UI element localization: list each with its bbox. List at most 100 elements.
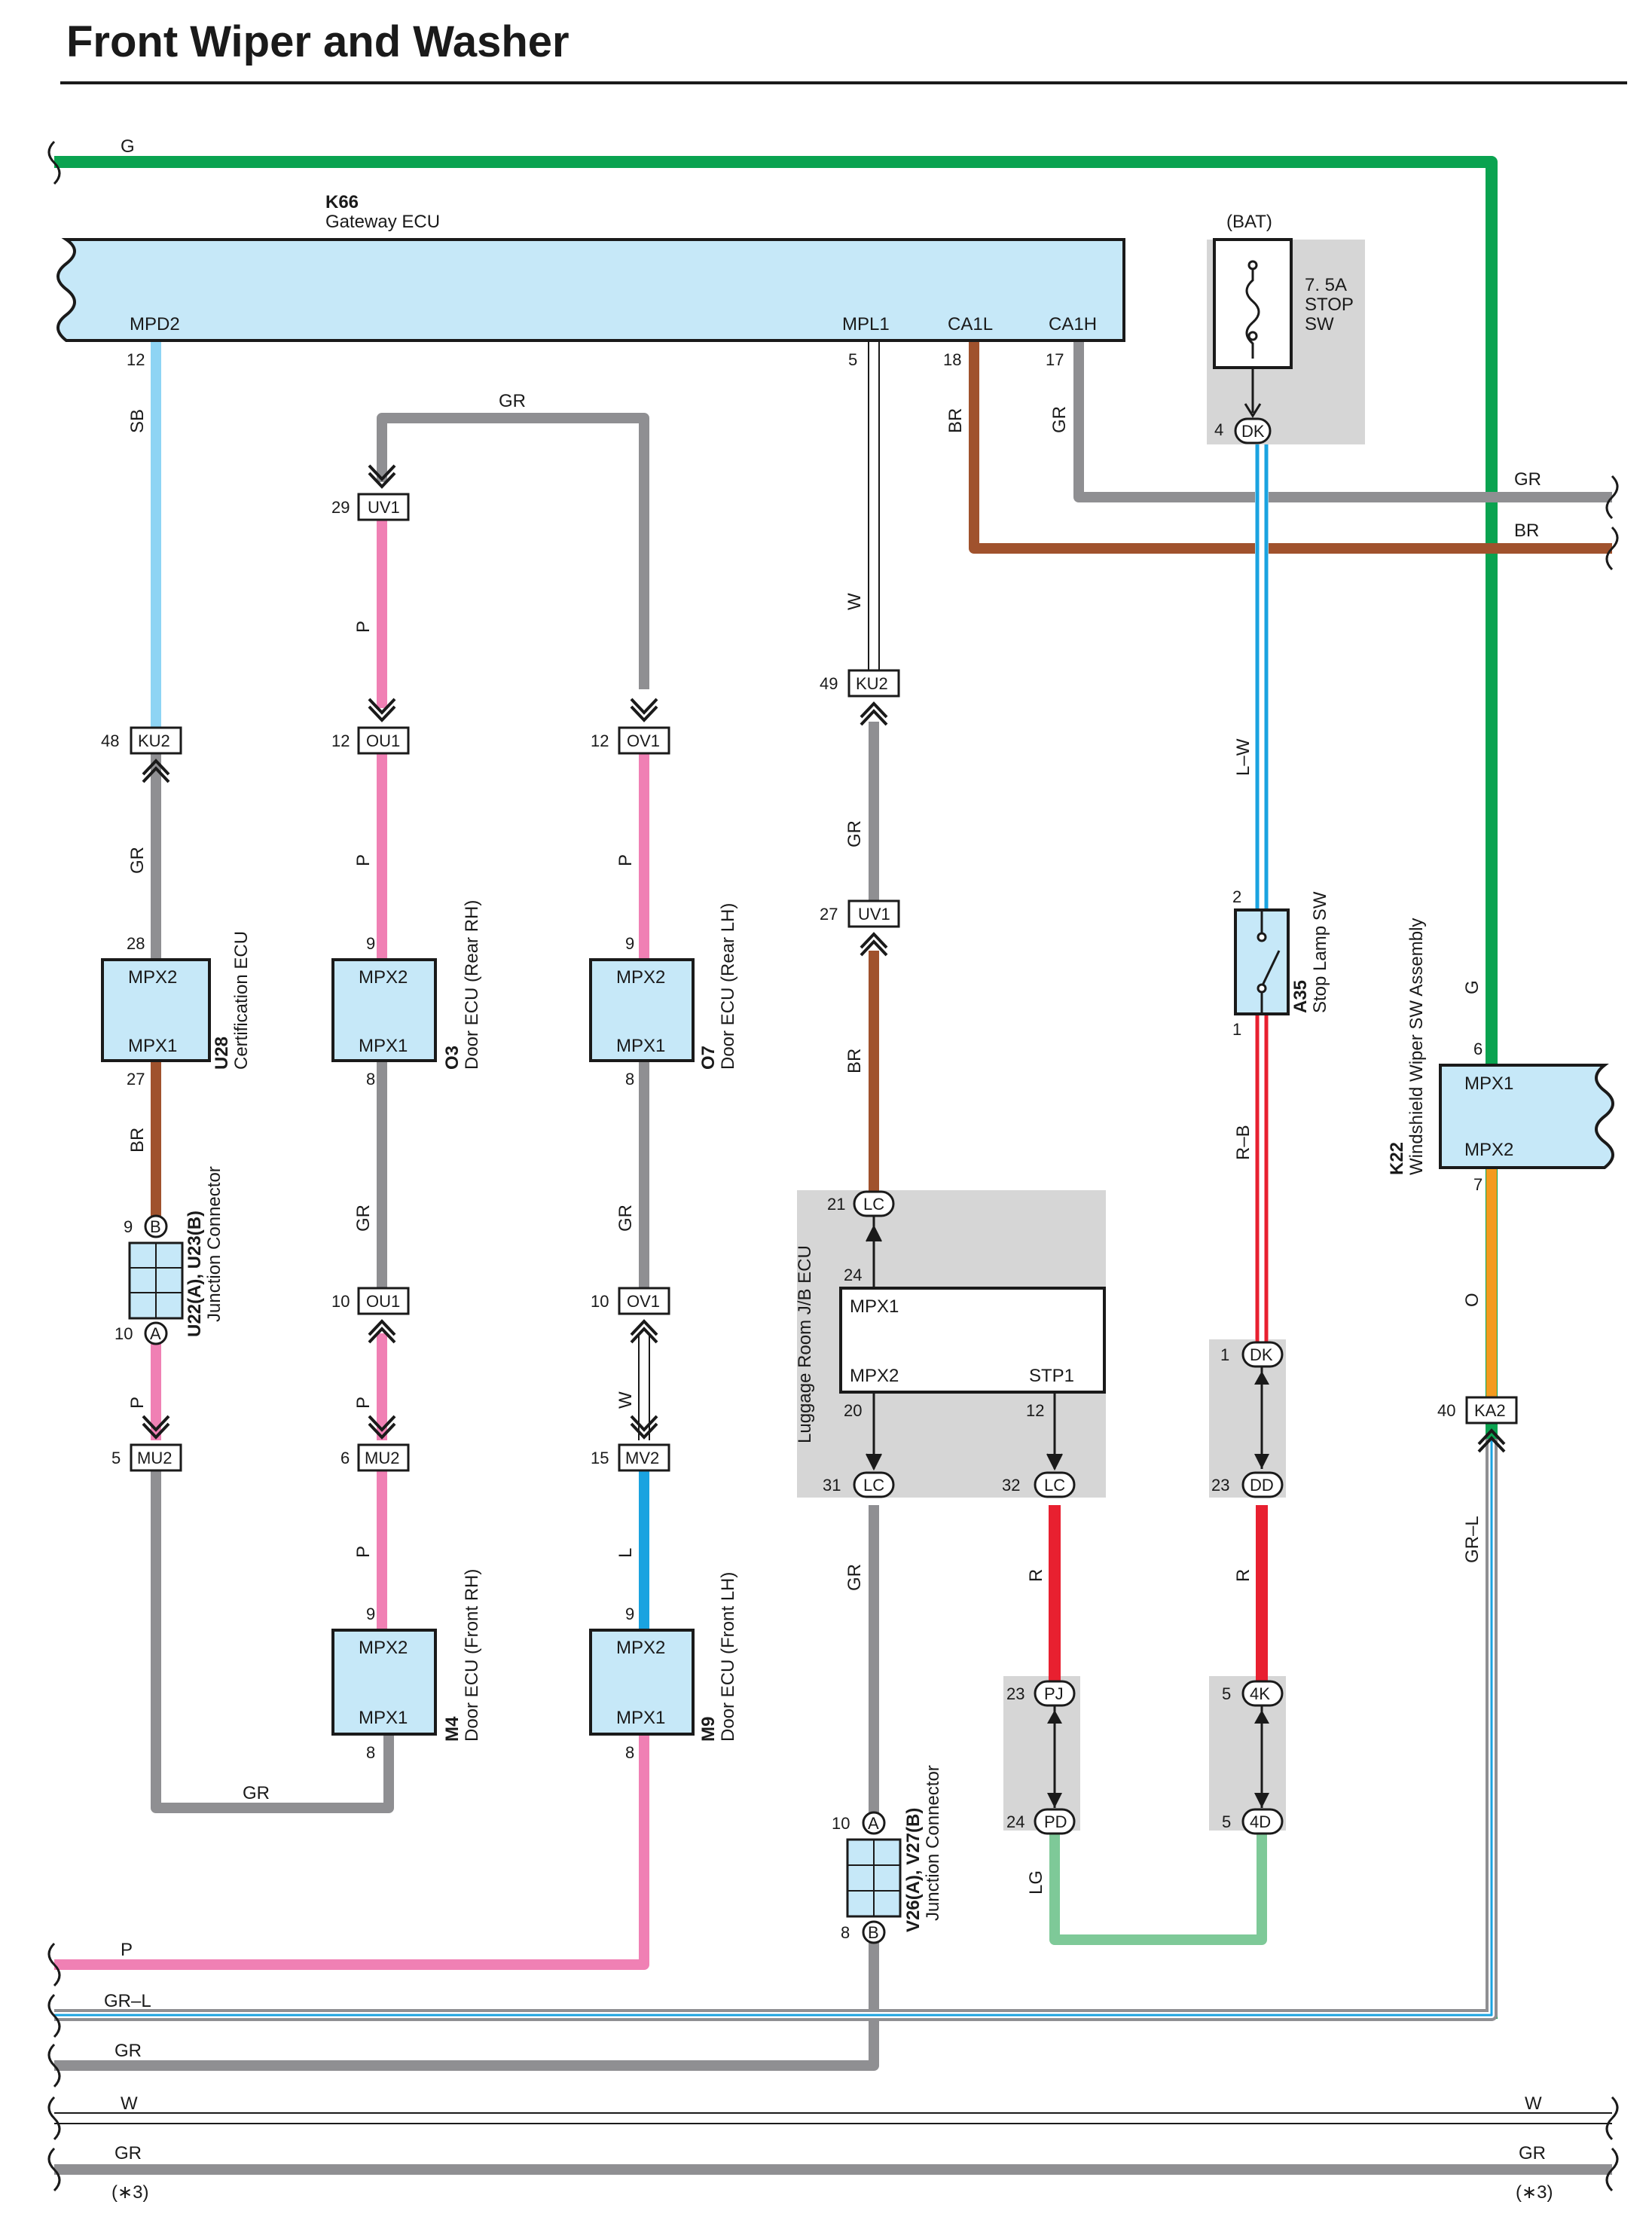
svg-text:12: 12 (591, 731, 609, 750)
svg-text:49: 49 (820, 674, 838, 693)
conn-dk-4 (1234, 417, 1272, 444)
conn-lc-32 (1034, 1471, 1076, 1498)
wl-p3: P (615, 854, 636, 866)
svg-text:21: 21 (827, 1195, 845, 1214)
svg-text:STP1: STP1 (1029, 1366, 1074, 1386)
ecu-o3: MPX2 MPX1 9 8 O3 Door ECU (Rear RH) (331, 900, 482, 1089)
conn-ou1-10 (357, 1287, 410, 1315)
svg-text:23: 23 (1211, 1476, 1229, 1495)
svg-text:MPX2: MPX2 (128, 967, 177, 988)
svg-text:MPX2: MPX2 (359, 1638, 408, 1658)
svg-text:UV1: UV1 (858, 905, 890, 924)
svg-text:MPX2: MPX2 (616, 967, 665, 988)
gateway-pin-18: 18 (943, 350, 961, 369)
wl-gr-top: GR (499, 391, 526, 411)
wl-br-uv1: BR (844, 1049, 865, 1073)
wl-w: W (844, 593, 865, 610)
svg-text:31: 31 (823, 1476, 841, 1495)
svg-text:Door ECU (Front LH): Door ECU (Front LH) (718, 1572, 738, 1742)
gateway-ecu-box (56, 238, 1125, 342)
svg-text:32: 32 (1002, 1476, 1020, 1495)
svg-text:20: 20 (844, 1401, 862, 1420)
svg-text:B: B (150, 1217, 161, 1236)
svg-text:Luggage Room J/B ECU: Luggage Room J/B ECU (795, 1245, 815, 1443)
conn-mv2-15 (618, 1443, 670, 1472)
fuse-line2: SW (1305, 314, 1334, 334)
svg-text:MPX2: MPX2 (359, 967, 408, 988)
conn-ku2-49 (847, 669, 900, 698)
svg-text:MPX1: MPX1 (616, 1708, 665, 1728)
bottom-labels: P GR–L GR W W GR GR (∗3) (∗3) (104, 1940, 1553, 2203)
svg-text:27: 27 (820, 905, 838, 924)
break-marks (47, 140, 1619, 2192)
svg-text:K22: K22 (1387, 1142, 1407, 1175)
gateway-terminal-mpd2: MPD2 (130, 314, 180, 334)
wl-gr-mu2-loop: GR (243, 1783, 270, 1803)
svg-text:5: 5 (111, 1449, 121, 1467)
conn-uv1-29 (357, 493, 410, 521)
gateway-terminal-ca1l: CA1L (948, 314, 993, 334)
wl-p1: P (353, 621, 374, 633)
svg-text:27: 27 (127, 1070, 145, 1089)
svg-text:9: 9 (366, 934, 375, 953)
gateway-terminal-mpl1: MPL1 (842, 314, 890, 334)
svg-text:LC: LC (863, 1476, 884, 1495)
svg-text:Door ECU (Rear RH): Door ECU (Rear RH) (462, 900, 482, 1070)
gateway-pin-5: 5 (848, 350, 857, 369)
svg-text:5: 5 (1222, 1812, 1231, 1831)
wl-w2: W (615, 1391, 636, 1409)
svg-text:5: 5 (1222, 1684, 1231, 1703)
conn-pd-24 (1034, 1808, 1076, 1835)
svg-text:9: 9 (625, 934, 634, 953)
svg-text:6: 6 (1473, 1040, 1483, 1058)
svg-text:P: P (121, 1940, 133, 1960)
svg-text:MPX1: MPX1 (616, 1036, 665, 1056)
svg-text:7: 7 (1473, 1175, 1483, 1194)
fuse-icon (1245, 265, 1260, 359)
wire-gr-mu2-loop (151, 1470, 394, 1813)
fuse-pin: 4 (1214, 420, 1223, 439)
svg-text:12: 12 (331, 731, 350, 750)
svg-text:MV2: MV2 (625, 1449, 659, 1467)
wire-labels: G SB GR W BR GR GR BR P L–W GR P P GR G … (121, 136, 1541, 1895)
svg-text:8: 8 (841, 1923, 850, 1942)
jb-ecu: MPX1 MPX2 STP1 24 20 12 Luggage Room J/B… (795, 1245, 1106, 1443)
svg-text:10: 10 (331, 1292, 350, 1311)
svg-text:(∗3): (∗3) (111, 2182, 148, 2203)
svg-text:W: W (1525, 2093, 1542, 2114)
wire-gr-loop (377, 413, 649, 689)
wl-p5: P (353, 1397, 374, 1409)
svg-text:Certification ECU: Certification ECU (231, 931, 252, 1070)
svg-text:MPX1: MPX1 (128, 1036, 177, 1056)
svg-text:Windshield Wiper SW Assembly: Windshield Wiper SW Assembly (1406, 918, 1427, 1175)
wl-gr-lc31: GR (844, 1564, 865, 1591)
ecu-m9: MPX2 MPX1 9 8 M9 Door ECU (Front LH) (589, 1572, 738, 1762)
conn-dk-4-code: DK (1241, 422, 1265, 441)
svg-text:Junction Connector: Junction Connector (204, 1166, 224, 1322)
svg-text:MPX1: MPX1 (359, 1036, 408, 1056)
conn-ou1-12 (357, 726, 410, 755)
wire-gr-ca1h (1073, 339, 1612, 502)
wl-br-u28: BR (127, 1128, 148, 1153)
svg-text:GR: GR (1519, 2143, 1546, 2163)
wl-g-top: G (121, 136, 135, 157)
wl-grl: GR–L (1462, 1516, 1483, 1563)
wl-gr-ca1h: GR (1049, 406, 1070, 433)
svg-text:MU2: MU2 (137, 1449, 172, 1467)
svg-text:9: 9 (625, 1605, 634, 1623)
wl-gr-right: GR (1514, 469, 1541, 490)
svg-text:U22(A), U23(B): U22(A), U23(B) (185, 1211, 205, 1337)
conn-uv1-27 (847, 899, 900, 928)
conn-dd-23 (1241, 1471, 1284, 1498)
wl-o: O (1462, 1293, 1483, 1307)
svg-text:KA2: KA2 (1474, 1401, 1506, 1420)
wl-p6: P (353, 1546, 374, 1558)
wl-gr-o7: GR (615, 1205, 636, 1232)
wl-sb: SB (127, 409, 148, 433)
svg-text:4D: 4D (1250, 1812, 1271, 1831)
svg-text:MPX2: MPX2 (616, 1638, 665, 1658)
svg-text:MPX2: MPX2 (850, 1366, 899, 1386)
wire-gr-v27-bottom (54, 1932, 879, 2071)
svg-text:6: 6 (340, 1449, 350, 1467)
svg-text:U28: U28 (212, 1037, 232, 1070)
